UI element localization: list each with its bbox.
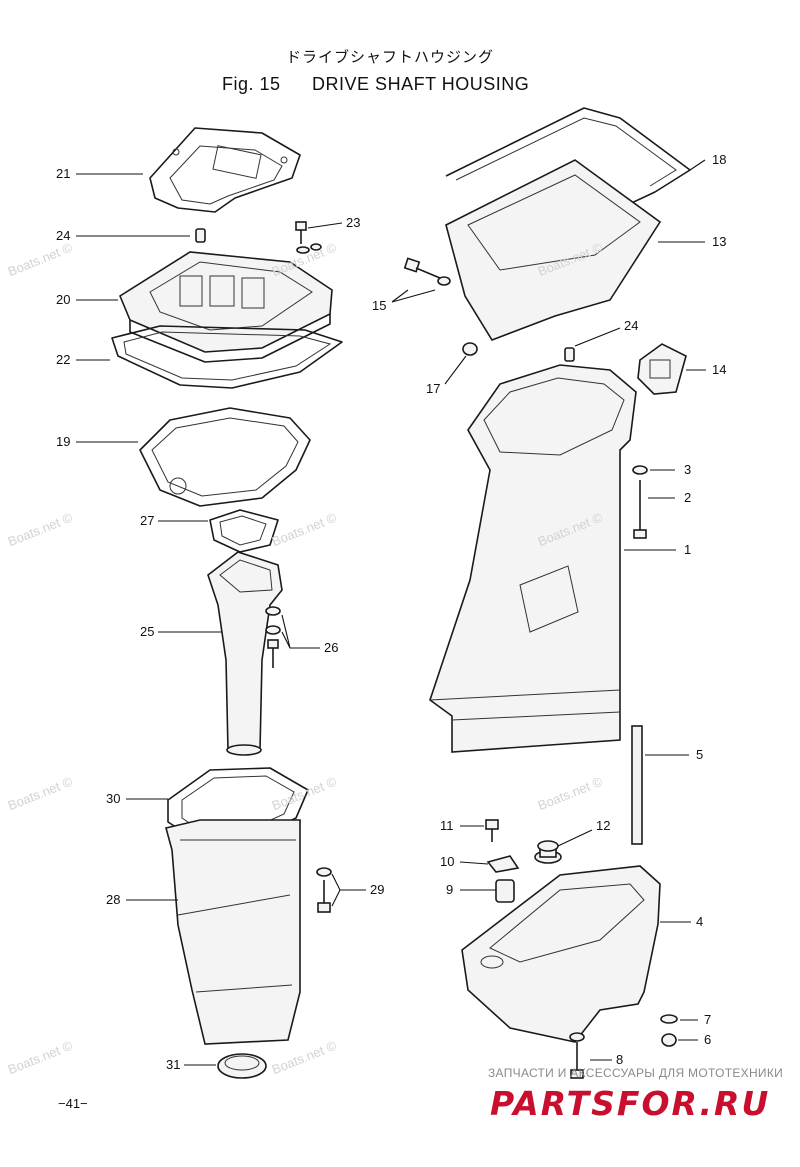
callout-20: 20 xyxy=(56,292,71,307)
part-8-bolt xyxy=(569,1032,585,1079)
callout-24: 24 xyxy=(56,228,71,243)
part-2-bolt xyxy=(633,480,647,539)
part-13-apron-cover xyxy=(445,159,662,341)
callout-28: 28 xyxy=(106,892,121,907)
part-24-dowel-pin-2 xyxy=(564,347,575,362)
callout-2: 2 xyxy=(684,490,692,505)
callout-24b: 24 xyxy=(624,318,639,333)
callout-31: 31 xyxy=(166,1057,181,1072)
figure-title: Fig. 15 DRIVE SHAFT HOUSING xyxy=(222,74,529,95)
part-1-drive-shaft-housing xyxy=(429,364,637,753)
callout-1: 1 xyxy=(684,542,692,557)
callout-14: 14 xyxy=(712,362,727,377)
callout-7: 7 xyxy=(704,1012,712,1027)
callout-11: 11 xyxy=(440,818,454,833)
leader-lines xyxy=(76,159,706,1066)
part-3-washer xyxy=(632,465,648,475)
callout-3: 3 xyxy=(684,462,692,477)
callout-21: 21 xyxy=(56,166,71,181)
brand-logo[interactable]: PARTSFOR.RU xyxy=(490,1084,771,1123)
part-19-gasket xyxy=(139,407,311,507)
callout-25: 25 xyxy=(140,624,155,639)
callout-29: 29 xyxy=(370,882,385,897)
part-10-plate xyxy=(486,855,520,873)
callout-9: 9 xyxy=(446,882,454,897)
callout-6: 6 xyxy=(704,1032,712,1047)
part-18-rubber-seal xyxy=(445,107,691,243)
part-25-exhaust-tube xyxy=(207,551,283,756)
part-29-bolt-washer xyxy=(316,867,332,913)
callout-13: 13 xyxy=(712,234,727,249)
part-9-damper xyxy=(495,879,515,903)
callout-10: 10 xyxy=(440,854,455,869)
callout-12: 12 xyxy=(596,818,611,833)
part-15-screw xyxy=(403,257,451,286)
part-28-exhaust-guide xyxy=(165,819,301,1045)
part-14-rubber-mount xyxy=(637,343,687,395)
callout-19: 19 xyxy=(56,434,71,449)
callout-5: 5 xyxy=(696,747,704,762)
callout-30: 30 xyxy=(106,791,121,806)
callout-26: 26 xyxy=(324,640,339,655)
callout-27: 27 xyxy=(140,513,155,528)
callout-15: 15 xyxy=(372,298,387,313)
part-5-stud-bolt xyxy=(631,725,643,845)
part-17-nut xyxy=(462,342,478,356)
part-22-seal xyxy=(111,325,343,389)
part-23-bolt-washer xyxy=(295,221,322,254)
callout-18: 18 xyxy=(712,152,727,167)
part-27-gasket xyxy=(209,509,279,553)
figure-title-text: DRIVE SHAFT HOUSING xyxy=(312,74,530,94)
part-11-screw xyxy=(485,819,499,842)
callout-17: 17 xyxy=(426,381,441,396)
callout-4: 4 xyxy=(696,914,704,929)
callout-22: 22 xyxy=(56,352,71,367)
callout-23: 23 xyxy=(346,215,361,230)
part-21-gasket xyxy=(149,127,301,213)
part-12-grommet xyxy=(534,840,562,864)
part-7-washer xyxy=(660,1014,678,1024)
part-31-seal-ring xyxy=(217,1053,267,1079)
callout-8: 8 xyxy=(616,1052,624,1067)
brand-tagline: ЗАПЧАСТИ И АКСЕССУАРЫ ДЛЯ МОТОТЕХНИКИ xyxy=(488,1066,784,1080)
part-26-bolt-washer xyxy=(265,606,281,668)
part-6-nut xyxy=(661,1033,677,1047)
part-4-lower-mount-housing xyxy=(461,865,661,1043)
part-24-dowel-pin xyxy=(195,228,206,243)
figure-number: Fig. 15 xyxy=(222,74,281,94)
page-number: −41− xyxy=(58,1096,88,1111)
title-japanese: ドライブシャフトハウジング xyxy=(286,49,495,66)
